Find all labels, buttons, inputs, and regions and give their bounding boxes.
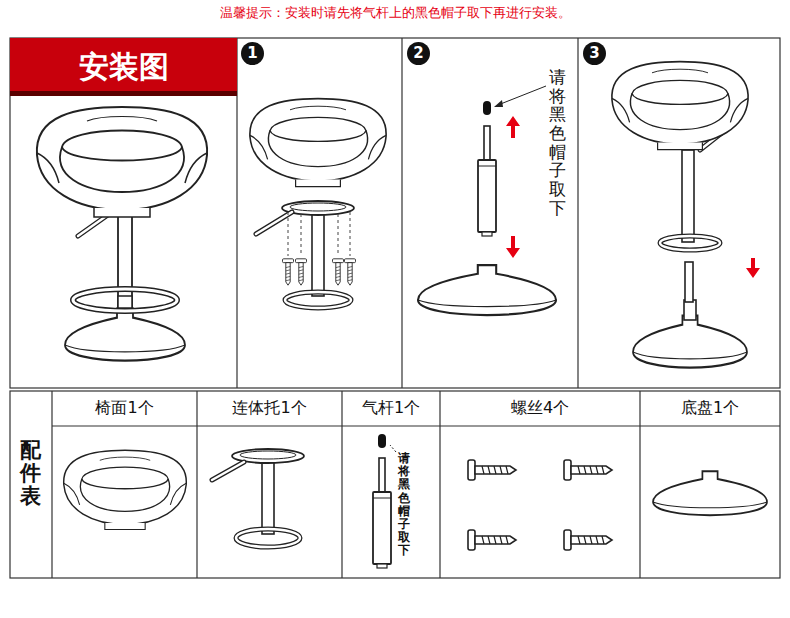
table-heading: 配件表 [20,438,41,507]
callout-note: 请将黑色帽子取下 [549,68,566,218]
step-number: 2 [407,42,430,65]
table-heading-box: 配件表 [20,438,41,507]
table-cell-box: 椅面1个 [52,398,197,419]
warning-note-box: 温馨提示：安装时请先将气杆上的黑色帽子取下再进行安装。 [0,4,790,22]
title-banner: 安装图 [10,38,237,96]
table-cell: 底盘1个 [640,398,780,419]
table-cell-box: 气杆1个 [342,398,440,419]
table-cell-box: 螺丝4个 [440,398,640,419]
table-cell: 椅面1个 [52,398,197,419]
table-cell-box: 底盘1个 [640,398,780,419]
table-cell: 气杆1个 [342,398,440,419]
step-number: 3 [583,42,606,65]
callout-note-box: 请将黑色帽子取下 [549,68,566,218]
warning-note: 温馨提示：安装时请先将气杆上的黑色帽子取下再进行安装。 [0,4,790,22]
banner-title: 安装图 [79,52,169,82]
table-cell: 螺丝4个 [440,398,640,419]
callout-note-box: 请将黑色帽子取下 [398,452,410,558]
callout-number: 1 [247,46,257,61]
step-number: 1 [241,42,264,65]
callout-note: 请将黑色帽子取下 [398,452,410,558]
table-cell-box: 连体托1个 [197,398,342,419]
callout-number: 3 [589,46,599,61]
callout-number: 2 [413,46,423,61]
table-cell: 连体托1个 [197,398,342,419]
